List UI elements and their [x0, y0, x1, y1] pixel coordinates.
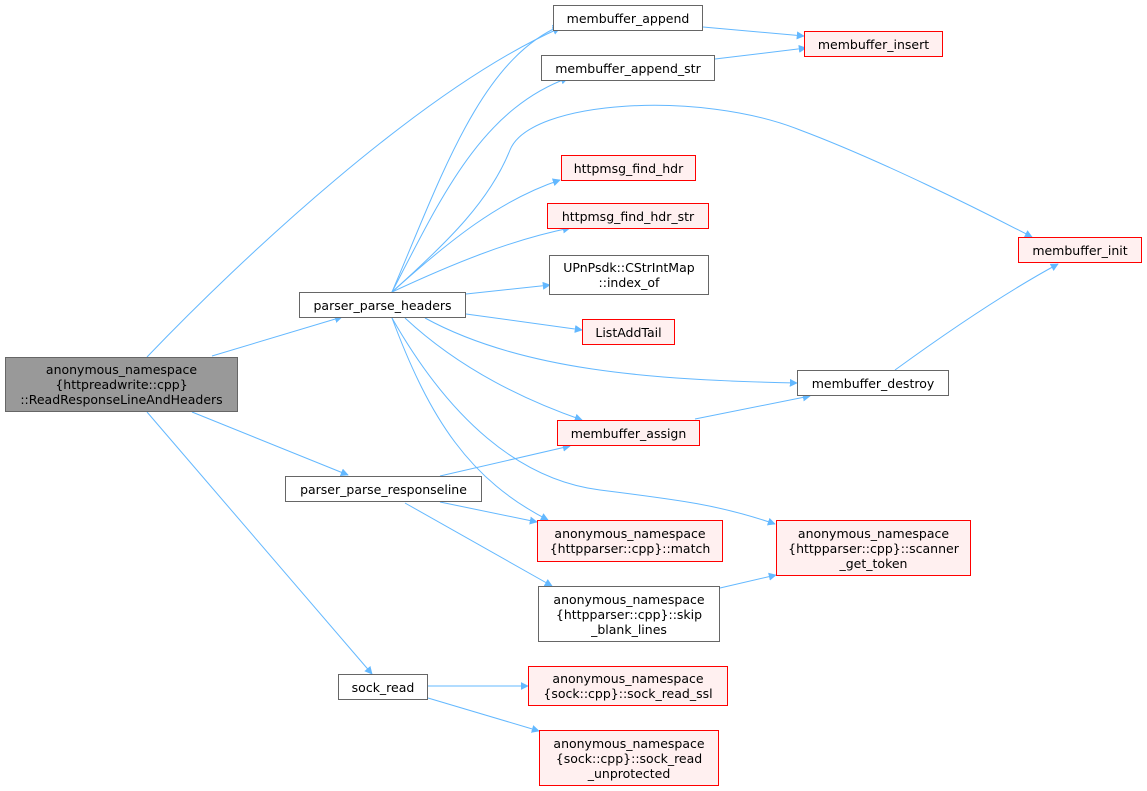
node-line: membuffer_append_str — [555, 60, 701, 76]
node-line: parser_parse_responseline — [300, 481, 467, 497]
node-listaddtail[interactable]: ListAddTail — [582, 319, 675, 345]
node-line: ListAddTail — [595, 324, 662, 340]
node-line: anonymous_namespace — [45, 362, 198, 377]
node-line: {sock::cpp}::sock_read_ssl — [543, 686, 713, 701]
node-line: membuffer_init — [1032, 242, 1128, 258]
node-sock-read-unprotected[interactable]: anonymous_namespace {sock::cpp}::sock_re… — [539, 730, 719, 786]
node-parser-parse-responseline[interactable]: parser_parse_responseline — [285, 476, 482, 502]
edge-skip-blank-to-scanner — [719, 572, 777, 589]
node-line: sock_read — [351, 679, 415, 695]
edge-membuffer-append-to-insert — [702, 26, 805, 40]
edge-responseline-to-membuffer-assign — [439, 443, 571, 477]
edge-responseline-to-skip-blank — [404, 502, 553, 587]
node-membuffer-init[interactable]: membuffer_init — [1018, 237, 1142, 263]
node-line: membuffer_append — [566, 10, 690, 26]
node-line: parser_parse_headers — [313, 297, 452, 313]
node-line: anonymous_namespace — [553, 735, 705, 751]
edge-root-to-parse-responseline — [191, 411, 349, 477]
node-membuffer-destroy[interactable]: membuffer_destroy — [797, 370, 949, 396]
node-line: _get_token — [839, 555, 908, 571]
node-membuffer-insert[interactable]: membuffer_insert — [804, 31, 943, 57]
node-httpmsg-find-hdr[interactable]: httpmsg_find_hdr — [561, 155, 696, 181]
node-line: _blank_lines — [591, 621, 667, 637]
edge-root-to-parse-headers — [211, 315, 343, 357]
node-line: UPnPsdk::CStrIntMap — [563, 260, 695, 275]
edge-headers-to-membuffer-assign — [404, 317, 583, 422]
node-line: {httpparser::cpp}::scanner — [788, 540, 959, 556]
node-line: {httpparser::cpp}::skip — [555, 606, 703, 622]
node-line: {httpparser::cpp}::match — [549, 541, 711, 556]
edge-headers-to-httpmsg-find-hdr — [391, 178, 561, 293]
node-sock-read[interactable]: sock_read — [338, 674, 428, 700]
node-line: anonymous_namespace — [552, 671, 704, 686]
node-line: _unprotected — [587, 765, 671, 781]
node-line: httpmsg_find_hdr — [573, 160, 684, 176]
node-httpparser-skip-blank-lines[interactable]: anonymous_namespace {httpparser::cpp}::s… — [538, 586, 720, 642]
edge-headers-to-scanner — [391, 317, 776, 526]
edge-membuffer-assign-to-destroy — [694, 393, 811, 420]
node-membuffer-append-str[interactable]: membuffer_append_str — [541, 55, 715, 81]
node-line: httpmsg_find_hdr_str — [561, 208, 695, 224]
edge-headers-to-membuffer-append-str — [391, 76, 569, 293]
edge-headers-to-httpmsg-find-hdr-str — [391, 225, 571, 293]
node-cstrintmap-index-of[interactable]: UPnPsdk::CStrIntMap ::index_of — [549, 255, 709, 295]
node-line: {httpreadwrite::cpp} — [55, 377, 188, 392]
node-line: anonymous_namespace — [553, 591, 705, 607]
edge-responseline-to-match — [439, 501, 538, 525]
node-line: membuffer_insert — [817, 36, 930, 52]
node-line: membuffer_assign — [570, 425, 687, 441]
edge-membuffer-destroy-to-init — [894, 263, 1059, 371]
node-line: {sock::cpp}::sock_read — [555, 750, 703, 766]
node-line: anonymous_namespace — [554, 526, 706, 541]
node-line: membuffer_destroy — [811, 375, 935, 391]
node-membuffer-append[interactable]: membuffer_append — [553, 5, 703, 31]
edge-headers-to-match — [391, 317, 549, 521]
node-httpparser-match[interactable]: anonymous_namespace {httpparser::cpp}::m… — [537, 520, 723, 562]
node-httpparser-scanner-get-token[interactable]: anonymous_namespace {httpparser::cpp}::s… — [776, 520, 971, 576]
edge-headers-to-listaddtail — [465, 313, 583, 333]
node-read-response-line-and-headers: anonymous_namespace {httpreadwrite::cpp}… — [5, 357, 238, 412]
edge-sock-read-to-unprotected — [427, 697, 540, 733]
edge-root-to-membuffer-append — [146, 27, 561, 358]
node-httpmsg-find-hdr-str[interactable]: httpmsg_find_hdr_str — [547, 203, 709, 229]
node-line: ::index_of — [598, 275, 660, 290]
node-membuffer-assign[interactable]: membuffer_assign — [557, 420, 700, 446]
node-sock-read-ssl[interactable]: anonymous_namespace {sock::cpp}::sock_re… — [528, 666, 728, 706]
node-line: ::ReadResponseLineAndHeaders — [20, 392, 223, 407]
node-line: anonymous_namespace — [797, 525, 950, 541]
edge-root-to-sock-read — [146, 411, 373, 675]
edge-headers-to-membuffer-destroy — [424, 317, 798, 387]
node-parser-parse-headers[interactable]: parser_parse_headers — [299, 292, 466, 318]
edge-membuffer-append-str-to-insert — [714, 44, 807, 60]
edge-headers-to-membuffer-append — [391, 25, 561, 293]
edge-headers-to-membuffer-init — [391, 104, 1033, 293]
edge-headers-to-index-of — [465, 281, 551, 295]
